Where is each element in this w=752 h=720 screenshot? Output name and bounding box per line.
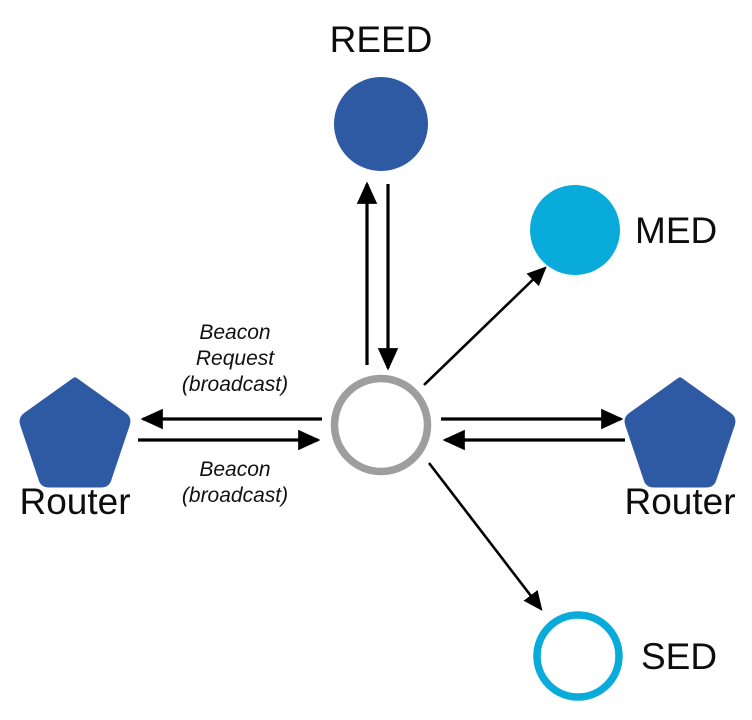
node-sed[interactable]	[533, 611, 623, 701]
edge-center-to-sed	[427, 462, 543, 611]
node-router-right[interactable]	[624, 377, 736, 488]
node-reed[interactable]	[334, 77, 428, 171]
label-router-right: Router	[624, 481, 735, 522]
beacon-request-line-3: (broadcast)	[182, 373, 288, 396]
edge-label-beacon: Beacon (broadcast)	[182, 458, 288, 507]
node-med[interactable]	[530, 185, 620, 275]
beacon-request-line-1: Beacon	[199, 321, 270, 344]
label-med: MED	[635, 210, 717, 251]
node-center-leader[interactable]	[330, 374, 432, 476]
label-router-left: Router	[19, 481, 130, 522]
node-router-left[interactable]	[19, 377, 131, 488]
beacon-line-1: Beacon	[199, 458, 270, 481]
edge-label-beacon-request: Beacon Request (broadcast)	[182, 321, 288, 396]
beacon-request-line-2: Request	[196, 347, 275, 370]
edge-center-to-med	[423, 266, 547, 386]
label-reed: REED	[330, 19, 433, 60]
label-sed: SED	[641, 636, 717, 677]
beacon-line-2: (broadcast)	[182, 484, 288, 507]
